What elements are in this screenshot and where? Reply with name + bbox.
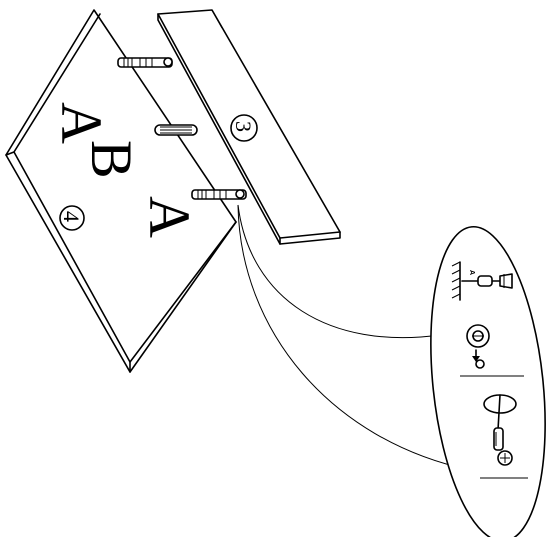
connector-lines [237, 204, 471, 471]
panel-4-number-circle [59, 205, 85, 231]
panel-4: A B A 4 [5, 9, 237, 373]
panel-4-number: 4 [59, 211, 84, 222]
wooden-dowel [154, 124, 198, 136]
detail-label: A [468, 270, 475, 275]
panel-3-number: 3 [231, 121, 256, 132]
cam-bolt-bottom [191, 189, 247, 200]
cam-lock-small-icon [497, 450, 513, 466]
panel-4-letter-a-bottom: A [137, 196, 202, 238]
panel-4-letter-a-top: A [49, 102, 114, 144]
cam-bolt-top [117, 57, 173, 68]
panel-3-number-circle [230, 114, 258, 142]
screwdriver-tighten-icon [483, 394, 517, 451]
wall-detail: A [451, 261, 475, 301]
screwdriver-bolt-icon [461, 273, 513, 289]
panel-4-letter-b: B [79, 140, 144, 179]
panel-3: 3 [157, 9, 341, 245]
cam-lock-icon [466, 324, 490, 369]
detail-bubble: A [430, 225, 546, 537]
